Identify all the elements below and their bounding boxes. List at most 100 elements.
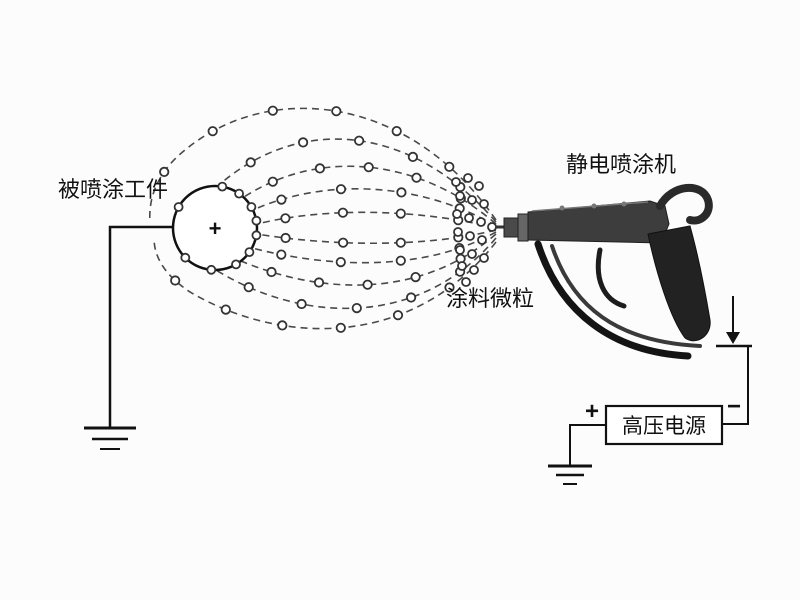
paint-particle: [276, 249, 287, 260]
paint-particle: [395, 255, 406, 266]
paint-particle: [314, 163, 325, 174]
workpiece-charge-sign: +: [209, 216, 222, 241]
field-line: [149, 107, 497, 223]
paint-particle: [474, 181, 484, 191]
paint-particle: [231, 259, 241, 270]
paint-particle: [411, 172, 422, 183]
paint-particle: [337, 237, 349, 248]
paint-particle: [476, 217, 486, 227]
paint-particle: [245, 157, 256, 168]
gun-barrel: [527, 200, 670, 244]
paint-particle: [313, 277, 325, 288]
paint-particle: [396, 187, 407, 198]
paint-particle: [457, 261, 467, 271]
power-circuit: [548, 296, 752, 485]
gun-hanger-hook: [656, 183, 713, 225]
gun-screw: [621, 201, 627, 207]
paint-particle: [465, 231, 475, 241]
paint-particle: [234, 188, 245, 199]
ground-wire-workpiece: [108, 225, 173, 428]
paint-particle: [444, 282, 455, 293]
paint-particle: [207, 126, 218, 137]
paint-particle: [335, 256, 346, 268]
paint-particle: [217, 181, 228, 192]
power-supply-box: [604, 404, 724, 446]
paint-particle: [452, 209, 462, 219]
paint-particle: [159, 166, 170, 177]
spray-gun: [490, 183, 713, 360]
paint-particle: [206, 264, 217, 275]
paint-particle: [363, 162, 374, 173]
paint-particle: [353, 135, 365, 146]
field-line: [153, 237, 497, 330]
gun-nozzle-collar: [517, 213, 529, 242]
paint-particle: [243, 282, 254, 293]
paint-particle: [251, 215, 262, 226]
paint-particle: [477, 235, 487, 245]
paint-particle: [337, 207, 348, 218]
paint-particles: [159, 105, 497, 333]
paint-particle: [362, 279, 373, 290]
paint-particle: [464, 213, 474, 223]
paint-particle: [170, 275, 181, 286]
paint-particle: [335, 322, 346, 333]
paint-particle: [335, 184, 347, 195]
paint-particle: [267, 105, 278, 116]
paint-particle: [444, 161, 455, 172]
particles-label: 涂料微粒: [446, 286, 534, 311]
gun-screw: [591, 203, 597, 209]
ground-symbol-power: [548, 464, 592, 485]
paint-particle: [296, 298, 307, 310]
ground-symbol-workpiece: [84, 426, 136, 450]
paint-particle: [451, 177, 461, 187]
gun-barrel-highlight: [531, 201, 649, 212]
paint-particle: [469, 265, 479, 275]
paint-particle: [487, 222, 497, 232]
paint-particle: [246, 202, 257, 212]
paint-particle: [267, 176, 278, 187]
paint-particle: [461, 277, 471, 287]
gun-hose-inner: [550, 244, 702, 348]
paint-particle: [220, 304, 231, 315]
paint-particle: [251, 230, 262, 241]
field-line: [243, 165, 497, 225]
paint-particle: [455, 245, 465, 255]
paint-particle: [391, 126, 402, 137]
gun-hose-outer: [534, 240, 692, 360]
power-supply-label: 高压电源: [622, 415, 706, 438]
paint-particle: [297, 137, 309, 148]
paint-particle: [410, 271, 421, 283]
paint-particle: [244, 247, 255, 258]
paint-particle: [173, 202, 184, 212]
paint-particle: [407, 151, 418, 162]
paint-particle: [280, 213, 291, 224]
gun-screw: [559, 205, 565, 211]
paint-particle: [467, 195, 477, 205]
paint-particle: [277, 320, 288, 331]
paint-particle: [479, 199, 489, 209]
wire-power-to-ground: [569, 424, 606, 466]
down-arrow-head: [726, 332, 740, 344]
workpiece-ground-circuit: [84, 225, 173, 450]
paint-particle: [276, 194, 287, 205]
paint-particle: [392, 310, 404, 321]
gun-label: 静电喷涂机: [566, 152, 676, 177]
paint-particle: [467, 249, 477, 259]
paint-particle: [453, 227, 463, 237]
paint-particle: [463, 173, 473, 183]
wire-gun-to-power: [722, 346, 749, 425]
paint-particle: [180, 252, 191, 263]
paint-particle: [351, 302, 362, 314]
workpiece-label: 被喷涂工件: [58, 177, 168, 202]
paint-particle: [395, 237, 406, 248]
paint-particle: [331, 106, 342, 117]
paint-particle: [479, 253, 489, 263]
paint-particle: [395, 208, 406, 219]
paint-particle: [455, 191, 465, 201]
paint-particle: [280, 232, 291, 244]
gun-handle: [647, 225, 711, 342]
power-negative-sign: −: [727, 393, 741, 420]
paint-particle: [405, 292, 417, 303]
